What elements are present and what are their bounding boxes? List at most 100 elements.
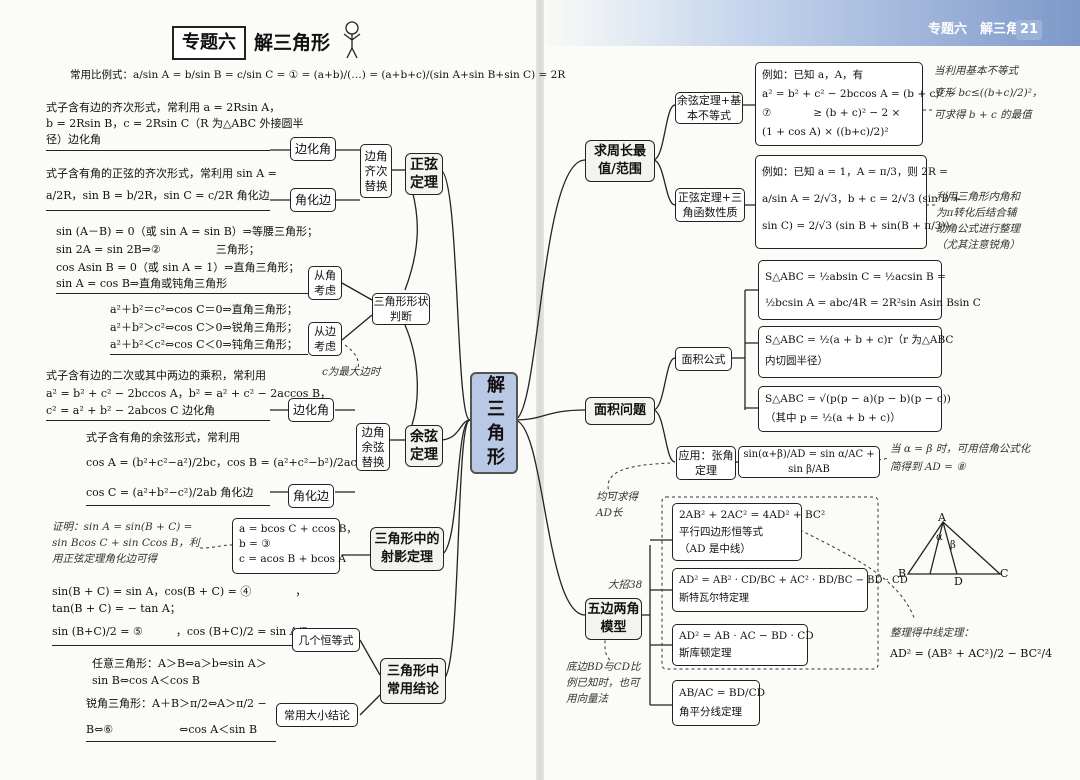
cong-bian-box: 从边考虑 [308,322,342,356]
tri-label-c: C [1000,567,1009,580]
cos-text1-line1: 式子含有边的二次或其中两边的乘积，常利用 [46,369,266,382]
bian-jiao-qici-box: 边角齐次替换 [360,144,392,198]
side-line3: a²＋b²＜c²⇔cos C＜0⇒钝角三角形； [110,338,298,351]
area2-line1: S△ABC = ½(a + b + c)r（r 为△ABC [765,334,954,346]
area3-line1: S△ABC = √(p(p − a)(p − b)(p − c)) [765,393,951,405]
divider [52,645,292,646]
jiao-hua-bian2-box: 角化边 [288,484,334,508]
area-node: 面积问题 [585,397,655,425]
book-gutter [536,0,544,780]
sine-text2-line2: a/2R，sin B = b/2R，sin C = c/2R 角化边 [46,189,270,202]
ex1-line2: a² = b² + c² − 2bccos A = (b + c)² − [762,88,956,100]
projection-line1: a = bcos C + ccos B， [239,523,357,535]
topic-badge: 专题六 [172,26,246,60]
sine-text1-line3: 径）边化角 [46,133,101,146]
c-note: c为最大边时 [322,366,381,378]
cos-text2-line3: cos C = (a²+b²−c²)/2ab 角化边 [86,486,254,499]
sine-text2-line1: 式子含有角的正弦的齐次形式，常利用 sin A = [46,167,277,180]
ex1-note-line3: 可求得 b + c 的最值 [934,109,1032,121]
side-line1: a²＋b²＝c²⇔cos C＝0⇒直角三角形； [110,303,298,316]
example2-box: 例如：已知 a = 1，A = π/3，则 2R = a/sin A = 2/√… [755,155,962,249]
median-note-line1: 整理得中线定理： [890,627,974,639]
header-band [540,0,1080,46]
left-page [0,0,540,780]
tri-label-b: B [898,567,907,580]
ex2-note-line1: 利用三角形内角和 [936,191,1020,203]
bian-jiao-yuxian-box: 边角余弦替换 [356,423,390,471]
divider [86,741,276,742]
any-tri-line1: 任意三角形：A＞B⇔a＞b⇔sin A＞ [92,657,267,670]
divider [86,505,270,506]
ex1-line1: 例如：已知 a，A，有 [762,69,864,81]
stewart-line1: AD² = AB² · CD/BC + AC² · BD/BC − BD · C… [679,575,908,586]
para-line1: 2AB² + 2AC² = 4AD² + BC² [679,509,826,521]
zhengxian-node: 正弦定理 [405,153,443,195]
para-line2: 平行四边形恒等式 [679,526,763,538]
shape-line3: cos Asin B = 0（或 sin A = 1）⇒直角三角形； [56,261,300,274]
stewart-box: AD² = AB² · CD/BC + AC² · BD/BC − BD · C… [672,568,908,612]
ex1-line3: ⑦ ≥ (b + c)² − 2 × [762,107,901,119]
tri-label-d: D [954,575,963,588]
stewart2-line1: AD² = AB · AC − BD · CD [679,630,814,642]
projection-line2: b = ③ [239,538,271,550]
zhangjiao-note-line2: 简得到 AD = ⑧ [890,461,966,473]
para-box: 2AB² + 2AC² = 4AD² + BC² 平行四边形恒等式 （AD 是中… [672,503,826,561]
area2-line2: 内切圆半径） [765,355,828,367]
shape-line4: sin A = cos B⇒直角或钝角三角形 [56,277,228,290]
projection-box: a = bcos C + ccos B， b = ③ c = acos B + … [232,518,357,574]
shape-line2: sin 2A = sin 2B⇒② 三角形； [56,243,260,256]
perimeter-node: 求周长最值/范围 [585,140,655,182]
bisector-box: AB/AC = BD/CD 角平分线定理 [672,680,765,726]
sine-trig-box: 正弦定理+三角函数性质 [675,188,745,222]
bian-hua-jiao2-box: 边化角 [288,398,334,422]
divider [46,150,270,151]
ex1-line4: (1 + cos A) × ((b+c)/2)² [762,126,889,138]
zhangjiao-box: sin(α+β)/AD = sin α/AC + sin β/AB [738,446,880,478]
divider [56,293,308,294]
ad-note-line2: AD长 [596,507,623,519]
stewart2-box: AD² = AB · AC − BD · CD 斯库顿定理 [672,624,814,666]
jiao-hua-bian-box: 角化边 [290,188,336,212]
bian-hua-jiao-box: 边化角 [290,137,336,161]
area3-box: S△ABC = √(p(p − a)(p − b)(p − c)) （其中 p … [758,386,951,432]
yuxian-node: 余弦定理 [405,425,443,467]
page-title: 解三角形 [254,32,331,54]
example1-box: 例如：已知 a，A，有 a² = b² + c² − 2bccos A = (b… [755,62,956,146]
zhangjiao-note-line1: 当 α = β 时，可用倍角公式化 [890,443,1031,455]
cos-text2-line1: 式子含有角的余弦形式，常利用 [86,431,240,444]
cong-jiao-box: 从角考虑 [308,266,342,300]
stewart-line2: 斯特瓦尔特定理 [679,593,749,604]
identity-line2: tan(B + C) = − tan A； [52,602,181,615]
stewart2-line2: 斯库顿定理 [679,647,732,659]
sine-ratio: 常用比例式：a/sin A = b/sin B = c/sin C = ① = … [70,69,566,81]
identity-line1: sin(B + C) = sin A，cos(B + C) = ④ ， [52,585,307,598]
ad-note-line1: 均可求得 [596,491,638,503]
tri-label-beta: β [950,540,956,551]
acute-tri-line1: 锐角三角形：A＋B＞π/2⇔A＞π/2 − [86,697,267,710]
size-conclusion-box: 常用大小结论 [276,703,358,727]
divider [110,354,308,355]
app-box: 应用：张角定理 [676,446,736,480]
common-node: 三角形中常用结论 [380,658,446,704]
ex2-note-line3: 助角公式进行整理 [936,223,1020,235]
cos-text2-line2: cos A = (b²+c²−a²)/2bc，cos B = (a²+c²−b²… [86,456,368,469]
cos-basic-box: 余弦定理+基本不等式 [675,92,743,124]
ex2-note-line4: （尤其注意锐角） [936,239,1020,251]
area1-line2: ½bcsin A = abc/4R = 2R²sin Asin Bsin C [765,297,981,309]
cos-text1-line3: c² = a² + b² − 2abcos C 边化角 [46,404,216,417]
ex2-line2: a/sin A = 2/√3，b + c = 2/√3 (sin B + [762,193,962,205]
bisector-line2: 角平分线定理 [679,706,742,718]
projection-line3: c = acos B + bcos A [239,553,346,565]
side-note-line1: 底边BD与CD比 [566,661,641,673]
cos-text1-line2: a² = b² + c² − 2bccos A，b² = a² + c² − 2… [46,387,332,400]
ex1-note-line2: 变形 bc≤((b+c)/2)²， [934,87,1043,99]
acute-tri-line2: B⇔⑥ ⇔cos A＜sin B [86,723,258,736]
shape-judge-box: 三角形形状判断 [372,293,430,325]
shadow-node: 三角形中的射影定理 [370,527,444,571]
ex2-line3: sin C) = 2/√3 (sin B + sin(B + π/3)) [762,220,950,232]
shape-line1: sin (A－B) = 0（或 sin A = sin B）⇒等腰三角形； [56,225,319,238]
side-line2: a²＋b²＞c²⇔cos C＞0⇒锐角三角形； [110,321,298,334]
divider [46,210,270,211]
para-line3: （AD 是中线） [679,543,751,555]
